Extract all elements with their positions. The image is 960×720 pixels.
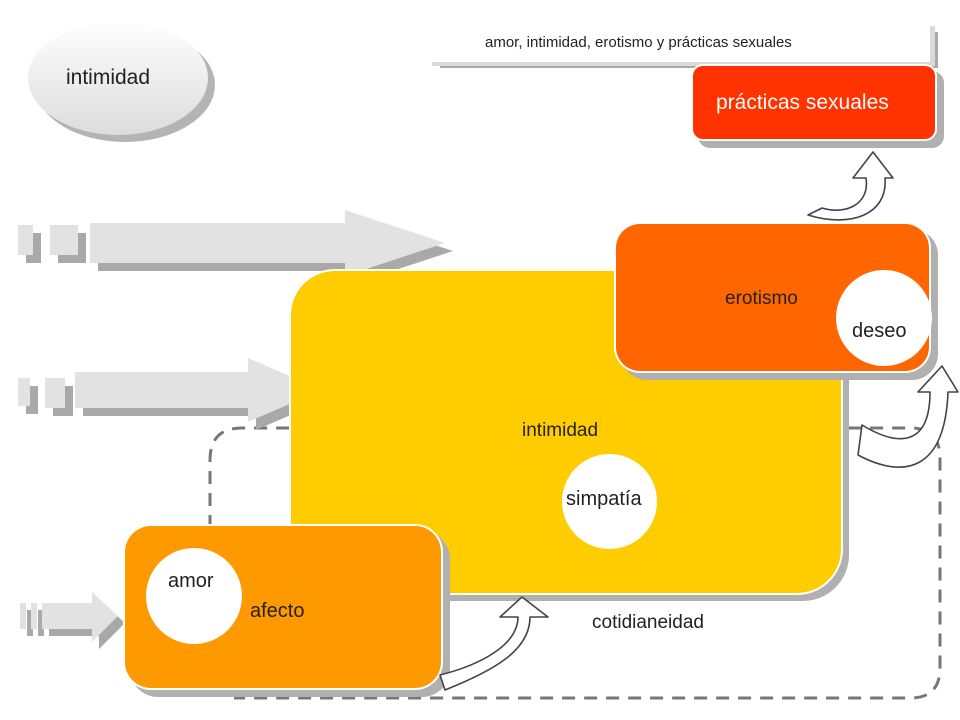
erotismo-box: [614, 222, 938, 380]
legend-label: intimidad: [66, 66, 151, 89]
deseo-bubble: [836, 270, 932, 366]
arrow-middle: [18, 358, 330, 430]
cotidianeidad-frame: [208, 426, 942, 700]
banner-title: amor, intimidad, erotismo y prácticas se…: [485, 34, 792, 51]
simpatia-label: simpatía: [566, 488, 642, 510]
simpatia-bubble: [562, 454, 657, 549]
legend-ellipse: [28, 21, 215, 142]
curved-arrow-top: [807, 151, 894, 221]
intimidad-label: intimidad: [522, 420, 599, 441]
afecto-label: afecto: [250, 600, 305, 622]
practicas-box: [691, 64, 944, 148]
curved-arrow-bottom: [439, 596, 549, 691]
practicas-label: prácticas sexuales: [716, 91, 889, 114]
arrow-bottom: [20, 592, 125, 649]
cotidianeidad-label: cotidianeidad: [592, 612, 704, 633]
curved-arrow-right: [857, 365, 959, 468]
amor-bubble: [146, 548, 242, 644]
deseo-label: deseo: [852, 320, 907, 342]
erotismo-label: erotismo: [725, 288, 798, 309]
arrow-top: [18, 210, 453, 284]
amor-label: amor: [168, 570, 214, 592]
